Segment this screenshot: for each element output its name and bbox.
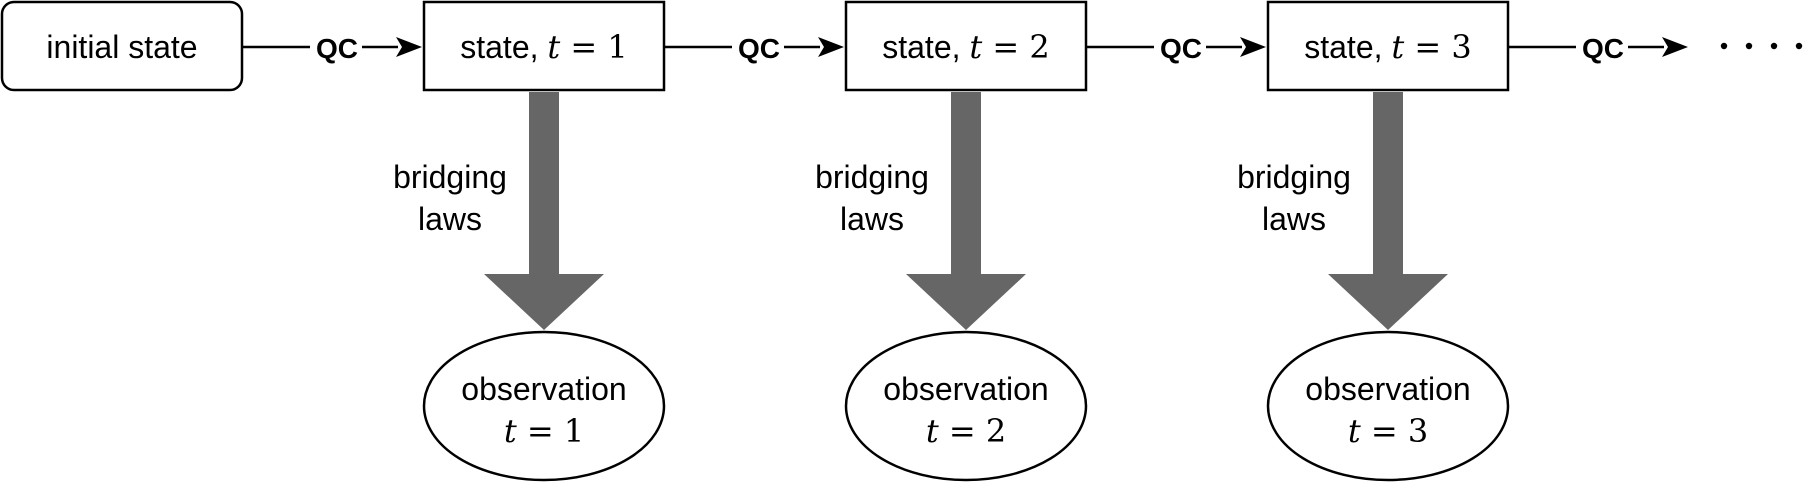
arrowhead-icon [818, 37, 844, 57]
state-box [844, 0, 1088, 92]
state-label: state, t = 1 [460, 28, 628, 66]
bridging-label-line1: bridging [393, 159, 507, 195]
state-node-2: state, t = 2 [844, 0, 1088, 92]
state-node-1: state, t = 1 [422, 0, 666, 92]
observation-node-3: observation t = 3 [1266, 330, 1510, 482]
bridging-label-line2: laws [840, 201, 904, 237]
bridging-label-line1: bridging [815, 159, 929, 195]
initial-state-label: initial state [46, 29, 197, 65]
arrowhead-icon [396, 37, 422, 57]
state-label: state, t = 3 [1304, 28, 1472, 66]
continuation-ellipsis: · · · · [1720, 42, 1803, 50]
bridging-laws-1: bridging laws [393, 92, 604, 330]
ellipsis-dot-icon [1795, 42, 1803, 50]
bridging-laws-2: bridging laws [815, 92, 1026, 330]
state-box [422, 0, 666, 92]
bridging-arrow-icon [1328, 92, 1448, 330]
observation-ellipse [422, 330, 666, 482]
observation-ellipse [1266, 330, 1510, 482]
transition-arrow-2: QC [1086, 33, 1266, 64]
observation-label: observation [883, 371, 1048, 407]
observation-time: t = 1 [504, 412, 584, 450]
transition-label: QC [1582, 33, 1624, 64]
transition-arrow-1: QC [664, 33, 844, 64]
ellipsis-dot-icon [1720, 42, 1728, 50]
observation-label: observation [1305, 371, 1470, 407]
transition-label: QC [316, 33, 358, 64]
state-box [1266, 0, 1510, 92]
observation-node-2: observation t = 2 [844, 330, 1088, 482]
bridging-label-line2: laws [1262, 201, 1326, 237]
initial-state-node: initial state [0, 0, 244, 92]
bridging-label-line1: bridging [1237, 159, 1351, 195]
bridging-arrow-icon [906, 92, 1026, 330]
ellipsis-dot-icon [1745, 42, 1753, 50]
observation-time: t = 3 [1348, 412, 1428, 450]
transition-arrow-0: QC [242, 33, 422, 64]
bridging-arrow-icon [484, 92, 604, 330]
bridging-laws-3: bridging laws [1237, 92, 1448, 330]
state-node-3: state, t = 3 [1266, 0, 1510, 92]
transition-arrow-3: QC [1508, 33, 1688, 64]
arrowhead-icon [1240, 37, 1266, 57]
state-label: state, t = 2 [882, 28, 1050, 66]
transition-label: QC [738, 33, 780, 64]
observation-time: t = 2 [926, 412, 1006, 450]
observation-ellipse [844, 330, 1088, 482]
bridging-label-line2: laws [418, 201, 482, 237]
observation-node-1: observation t = 1 [422, 330, 666, 482]
observation-label: observation [461, 371, 626, 407]
arrowhead-icon [1662, 37, 1688, 57]
ellipsis-dot-icon [1770, 42, 1778, 50]
transition-label: QC [1160, 33, 1202, 64]
